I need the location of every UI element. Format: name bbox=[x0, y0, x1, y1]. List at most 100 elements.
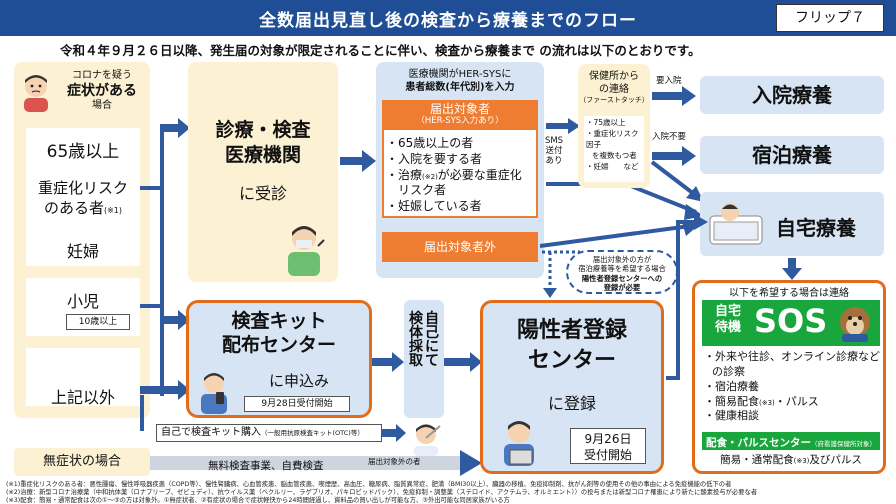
otc-sub: （一般用抗原検査キット(OTC)等） bbox=[261, 429, 364, 437]
self-sample-char-6: 体 bbox=[409, 325, 423, 341]
sos-logo-line-1: 自宅 bbox=[714, 304, 741, 319]
dotted-arrow-to-positive bbox=[542, 250, 580, 298]
outcome-hospital: 入院療養 bbox=[700, 76, 884, 114]
sos-item-clinic: ・外来や往診、オンライン診療など bbox=[704, 350, 880, 363]
footnote-3: (※3)配食：簡易・通常配食は次の①～③の方は対象外。①無症状者、②有症状の場合… bbox=[6, 497, 510, 504]
health-center-line-1: 保健所から bbox=[589, 71, 639, 82]
sos-item-hotel: ・宿泊療養 bbox=[704, 379, 759, 393]
laptop-person-icon bbox=[496, 418, 542, 468]
health-center-title: 保健所から の連絡 （ファーストタッチ） bbox=[578, 70, 650, 105]
positive-date-line-2: 受付開始 bbox=[583, 448, 632, 463]
positive-center-date: 9月26日 受付開始 bbox=[570, 428, 646, 464]
sms-line-1: SMS bbox=[544, 136, 564, 146]
group-risk-label: 重症化リスク のある者(※1) bbox=[26, 178, 140, 219]
hc-item-risk: ・重症化リスク因子 bbox=[586, 128, 639, 149]
symptom-line-2: 症状がある bbox=[67, 82, 137, 99]
sos-item-clinic-cont: の診察 bbox=[712, 364, 745, 378]
sms-line-2: 送付 bbox=[545, 146, 563, 157]
arrow-other-to-kit bbox=[140, 380, 190, 400]
footnote-2: (※2)治療：新型コロナ治療薬（中和抗体薬（ロナプリーブ、ゼビュディ）、抗ウイル… bbox=[6, 489, 758, 496]
bubble-line-3: 陽性者登録センターへの bbox=[581, 273, 663, 283]
connector-from-65 bbox=[140, 186, 162, 190]
bubble-line-1: 届出対象外の方が bbox=[592, 255, 652, 264]
arrow-free-test-to-positive bbox=[460, 450, 482, 476]
phone-person-icon bbox=[196, 370, 232, 414]
target-item-65: ・65歳以上の者 bbox=[386, 136, 474, 150]
bubble-line-2: 宿泊療養等を希望する場合 bbox=[578, 264, 666, 274]
free-test-non-target: 届出対象外の者 bbox=[368, 457, 421, 466]
self-sample-box bbox=[404, 300, 444, 418]
hersys-header-line-2: 患者総数(年代別)を入力 bbox=[405, 82, 515, 93]
positive-center-title: 陽性者登録 センター bbox=[480, 316, 664, 375]
self-sample-char-1: 自 bbox=[425, 311, 439, 327]
positive-date-line-1: 9月26日 bbox=[584, 432, 632, 446]
target-title: 届出対象者 bbox=[429, 102, 490, 116]
positive-title-line-1: 陽性者登録 bbox=[516, 318, 627, 343]
sos-list: ・外来や往診、オンライン診療など の診察 ・宿泊療養 ・簡易配食(※3)・パルス… bbox=[704, 350, 880, 424]
bubble-line-4: 登録が必要 bbox=[603, 283, 641, 293]
health-center-line-2: の連絡 bbox=[599, 84, 629, 95]
arrow-to-hospital bbox=[652, 86, 696, 106]
delivery-body: 簡易・通常配食(※3)及びパルス bbox=[702, 452, 880, 467]
delivery-suffix: 及びパルス bbox=[809, 454, 862, 466]
group-65-label: 65歳以上 bbox=[46, 142, 120, 162]
outcome-hotel: 宿泊療養 bbox=[700, 136, 884, 174]
bed-icon bbox=[706, 198, 766, 250]
flip-label: フリップ７ bbox=[776, 4, 884, 32]
target-item-risk: リスク者 bbox=[398, 183, 447, 198]
positive-center-suffix: に登録 bbox=[547, 394, 596, 413]
sos-item-pulse: ・パルス bbox=[774, 394, 819, 408]
clinic-title: 診療・検査 医療機関 bbox=[188, 118, 338, 167]
symptom-label: コロナを疑う 症状がある 場合 bbox=[58, 70, 146, 113]
no-hospital-label: 入院不要 bbox=[652, 132, 687, 142]
positive-center-bubble: 届出対象外の方が 宿泊療養等を希望する場合 陽性者登録センターへの 登録が必要 bbox=[566, 250, 678, 294]
sos-logo-text: SOS bbox=[754, 302, 828, 340]
self-sample-char-8: 取 bbox=[409, 353, 423, 369]
kit-center-title: 検査キット 配布センター bbox=[196, 310, 362, 358]
delivery-note-3: (※3) bbox=[793, 457, 810, 465]
child-age-note: 10歳以上 bbox=[66, 314, 130, 330]
symptom-person-icon bbox=[20, 72, 52, 112]
self-sample-text: 自 己 に て 検 体 採 取 bbox=[404, 312, 444, 368]
self-sample-char-4: て bbox=[425, 353, 439, 369]
group-risk-line-1: 重症化リスク bbox=[37, 179, 128, 197]
arrow-to-clinic bbox=[160, 118, 190, 138]
target-item-pregnant: ・妊娠している者 bbox=[386, 199, 482, 214]
arrow-to-hotel bbox=[652, 146, 696, 166]
health-center-list: ・75歳以上 ・重症化リスク因子 を複数もつ者 ・妊婦 など bbox=[584, 116, 644, 182]
footnote-1: (※1)重症化リスクのある者：悪性腫瘍、慢性呼吸器疾患（COPD等）、慢性腎臓病… bbox=[6, 481, 732, 488]
hersys-header-line-1: 医療機関がHER-SYSに bbox=[408, 69, 512, 80]
self-sample-char-5: 検 bbox=[409, 311, 423, 327]
group-child-label: 小児 bbox=[66, 292, 99, 311]
sms-line-3: あり bbox=[545, 156, 563, 167]
target-note-2: (※2) bbox=[422, 172, 438, 181]
group-other-box bbox=[26, 348, 140, 406]
kit-center-date: 9月28日受付開始 bbox=[244, 396, 350, 412]
nose-swab-person-icon bbox=[406, 420, 446, 456]
delivery-body-text: 簡易・通常配食 bbox=[720, 454, 794, 466]
delivery-title: 配食・パルスセンター bbox=[706, 437, 811, 449]
sos-logo-line-2: 待機 bbox=[714, 320, 741, 336]
target-header: 届出対象者 （HER-SYS入力あり） bbox=[382, 100, 538, 130]
hc-item-risk-cont: を複数もつ者 bbox=[592, 150, 637, 160]
self-sample-char-7: 採 bbox=[409, 339, 423, 355]
otc-label: 自己で検査キット購入 bbox=[161, 427, 261, 438]
self-sample-char-3: に bbox=[425, 339, 439, 355]
sos-logo-label: 自宅 待機 bbox=[708, 304, 748, 337]
need-hospital-label: 要入院 bbox=[656, 76, 682, 86]
free-test-label: 無料検査事業、自費検査 bbox=[208, 460, 324, 472]
arrow-home-to-sos bbox=[782, 258, 802, 280]
delivery-header: 配食・パルスセンター（府看護保健所対象） bbox=[702, 432, 880, 450]
page-title: 全数届出見直し後の検査から療養までのフロー bbox=[259, 11, 637, 31]
clinic-title-line-2: 医療機関 bbox=[224, 143, 301, 166]
title-bar bbox=[0, 0, 896, 36]
sos-item-health: ・健康相談 bbox=[704, 409, 759, 423]
free-test-arrow-band bbox=[150, 456, 470, 470]
connector-from-child bbox=[140, 304, 162, 308]
arrow-child-to-kit bbox=[160, 310, 190, 330]
sos-item-meal: ・簡易配食 bbox=[704, 394, 759, 408]
arrow-clinic-to-hersys bbox=[340, 150, 376, 172]
doctor-icon bbox=[282, 222, 326, 276]
hc-item-pregnant: ・妊婦 など bbox=[586, 161, 639, 171]
self-sample-char-2: 己 bbox=[425, 325, 439, 341]
